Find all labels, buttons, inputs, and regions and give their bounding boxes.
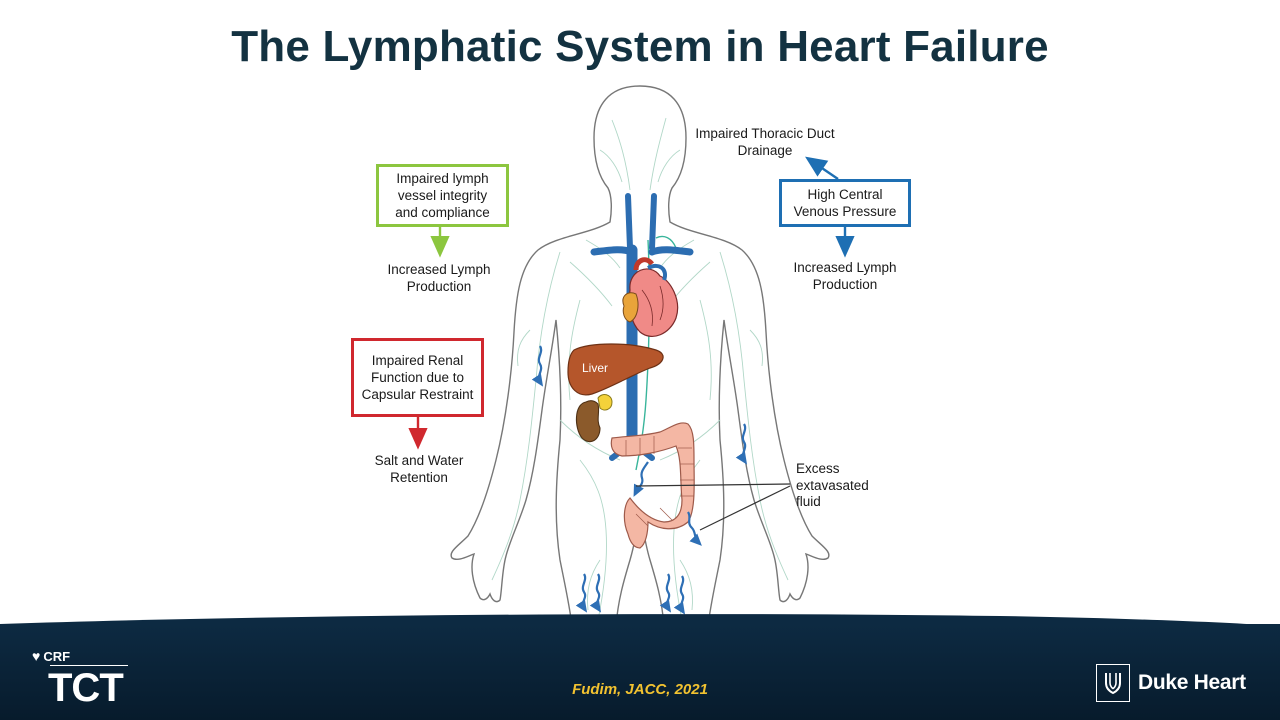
lymph-network	[491, 117, 789, 621]
increased-lymph-production-right: Increased Lymph Production	[793, 260, 897, 292]
citation: Fudim, JACC, 2021	[572, 681, 708, 698]
impaired-renal-function-text: Impaired Renal Function due to Capsular …	[361, 353, 474, 402]
high-central-venous-pressure-text: High Central Venous Pressure	[793, 187, 897, 219]
crf-logo: ♥ CRF	[32, 648, 70, 664]
high-central-venous-pressure-box: High Central Venous Pressure	[779, 179, 911, 227]
heart-icon	[622, 257, 679, 337]
crf-logo-text: CRF	[43, 648, 71, 664]
footer-bar	[0, 624, 1280, 720]
colon-icon	[610, 422, 695, 549]
fluid-flow-arrows	[531, 345, 748, 615]
duke-heart-text: Duke Heart	[1138, 671, 1246, 694]
increased-lymph-production-left: Increased Lymph Production	[387, 262, 491, 294]
impaired-lymph-vessel-text: Impaired lymph vessel integrity and comp…	[395, 171, 490, 220]
heart-logo-icon: ♥	[32, 648, 41, 664]
tct-divider	[50, 665, 128, 666]
duke-shield-icon	[1096, 664, 1130, 702]
excess-fluid-label: Excess extavasated fluid	[796, 461, 869, 509]
excess-fluid-pointers	[635, 483, 791, 531]
impaired-renal-function-box: Impaired Renal Function due to Capsular …	[351, 338, 484, 417]
salt-water-retention-label: Salt and Water Retention	[374, 453, 464, 485]
impaired-lymph-vessel-box: Impaired lymph vessel integrity and comp…	[376, 164, 509, 227]
liver-label: Liver	[582, 361, 608, 375]
slide-title: The Lymphatic System in Heart Failure	[231, 22, 1049, 71]
liver-icon: Liver	[567, 343, 664, 396]
tct-logo: TCT	[48, 666, 124, 710]
duke-heart-logo: Duke Heart	[1096, 664, 1246, 702]
blue-up-arrow	[805, 156, 839, 180]
kidney-icon	[575, 394, 613, 443]
impaired-thoracic-duct-label: Impaired Thoracic Duct Drainage	[695, 126, 835, 158]
